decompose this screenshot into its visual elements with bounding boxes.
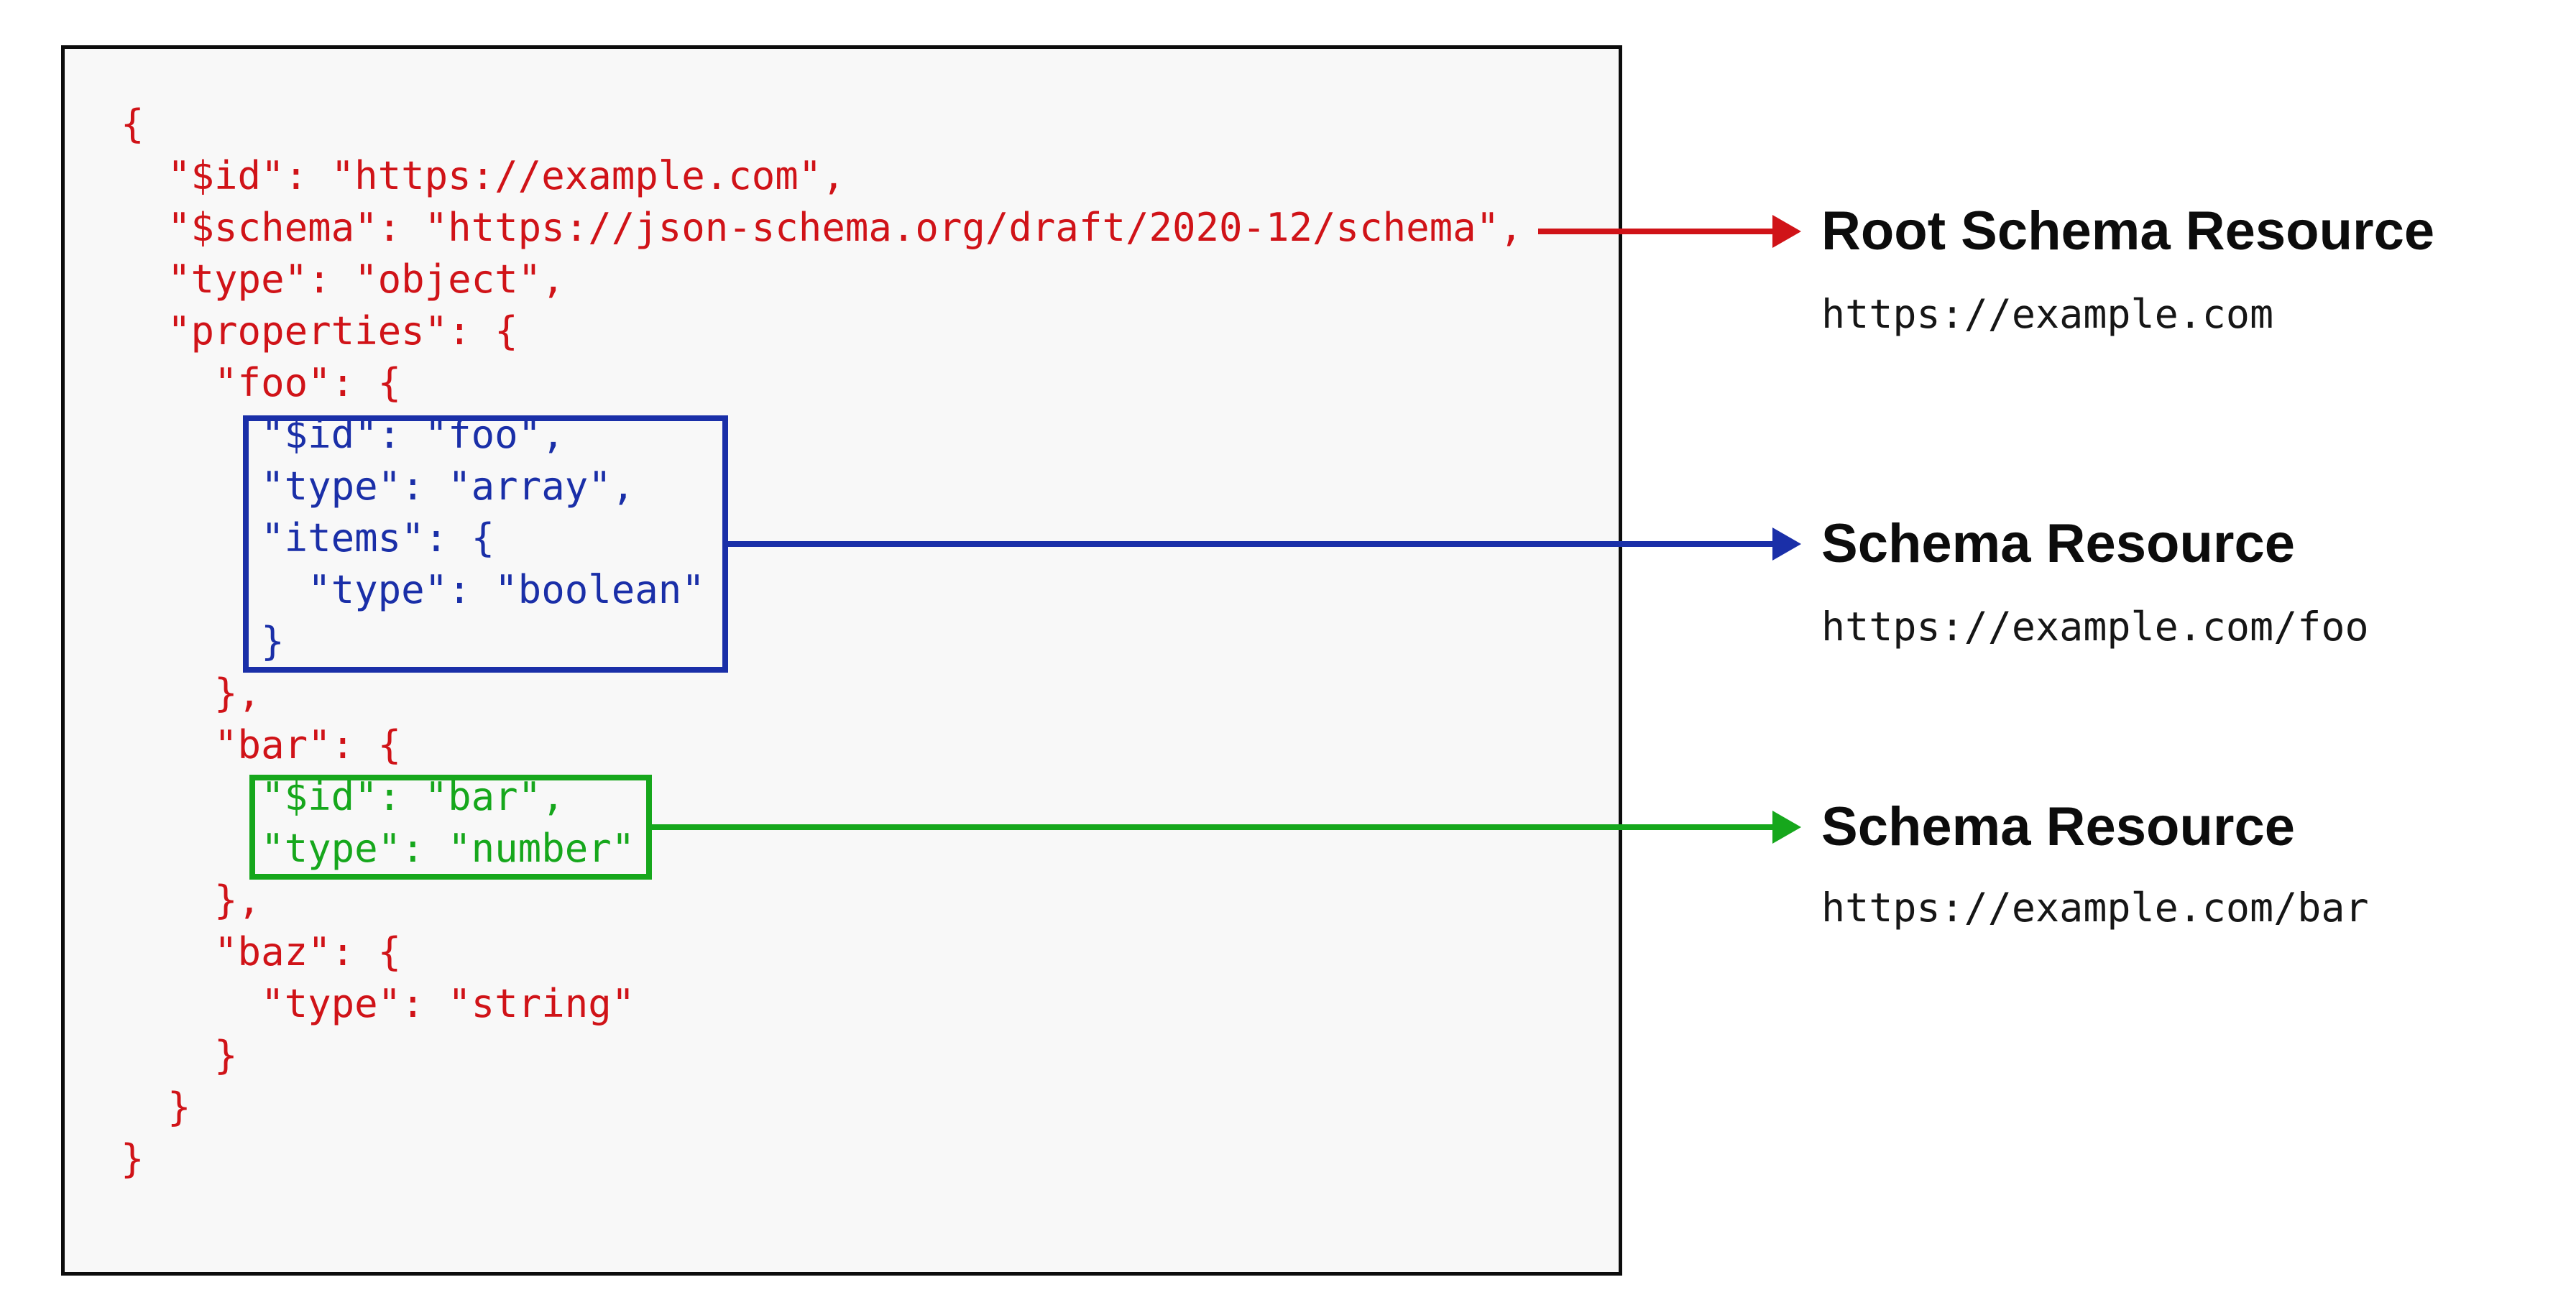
json-schema-panel: { "$id": "https://example.com", "$schema… xyxy=(61,45,1622,1276)
code-line: } xyxy=(121,1033,238,1078)
code-line: "type": "array", xyxy=(121,464,635,509)
root-schema-resource-url: https://example.com xyxy=(1821,291,2274,337)
code-line: "type": "number" xyxy=(121,826,635,871)
code-line: } xyxy=(121,1136,144,1181)
bar-schema-resource-url: https://example.com/bar xyxy=(1821,885,2369,931)
code-line: "properties": { xyxy=(121,308,518,354)
arrow-line xyxy=(1538,229,1774,234)
arrow-line xyxy=(724,541,1774,547)
root-schema-resource-title: Root Schema Resource xyxy=(1821,201,2435,262)
code-line: "baz": { xyxy=(121,929,402,974)
code-line: "bar": { xyxy=(121,722,402,768)
code-line: "type": "boolean" xyxy=(121,567,705,612)
foo-schema-resource-title: Schema Resource xyxy=(1821,513,2295,574)
code-line: "$schema": "https://json-schema.org/draf… xyxy=(121,205,1523,250)
json-code-block: { "$id": "https://example.com", "$schema… xyxy=(121,98,1523,1185)
code-line: "foo": { xyxy=(121,360,402,405)
arrow-line xyxy=(648,824,1774,830)
code-line: "type": "string" xyxy=(121,981,635,1026)
code-line: { xyxy=(121,101,144,147)
code-line: }, xyxy=(121,877,262,923)
foo-schema-highlight-box xyxy=(243,415,728,673)
arrow-right-icon xyxy=(1772,811,1801,844)
code-line: } xyxy=(121,1084,191,1130)
code-line: "$id": "bar", xyxy=(121,774,565,819)
arrow-right-icon xyxy=(1772,215,1801,248)
code-line: "items": { xyxy=(121,515,495,561)
code-line: } xyxy=(121,619,285,664)
code-line: }, xyxy=(121,670,262,716)
code-line: "$id": "https://example.com", xyxy=(121,153,845,198)
code-line: "type": "object", xyxy=(121,257,565,302)
bar-schema-resource-title: Schema Resource xyxy=(1821,796,2295,857)
arrow-right-icon xyxy=(1772,527,1801,561)
foo-schema-resource-url: https://example.com/foo xyxy=(1821,604,2369,650)
bar-schema-highlight-box xyxy=(249,775,652,880)
